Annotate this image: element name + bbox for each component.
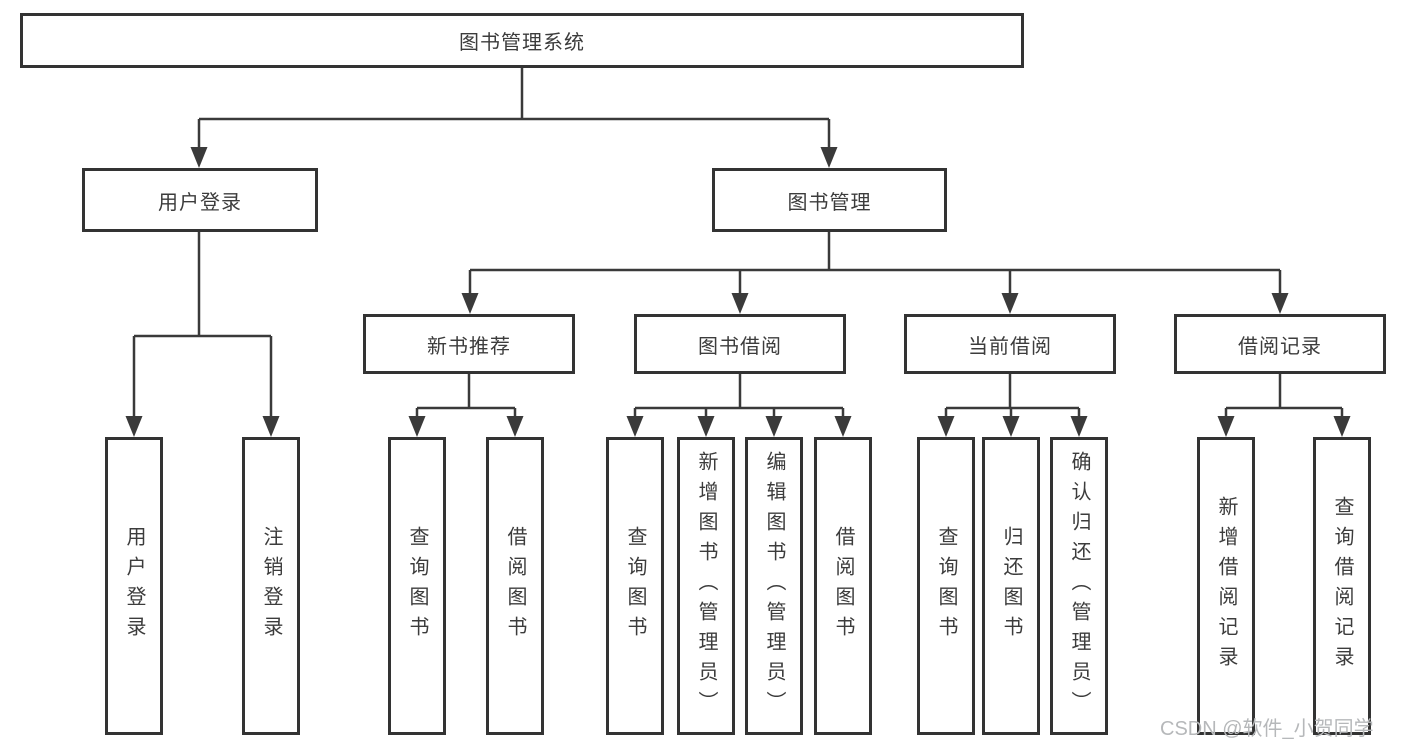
leaf-add-borrow-record-label: 新增借阅记录 (1215, 496, 1237, 676)
node-book-borrow-label: 图书借阅 (698, 335, 782, 358)
edge-userlogin-to-leaves (132, 232, 273, 418)
leaf-user-login-label: 用户登录 (123, 526, 145, 646)
leaf-logout: 注销登录 (242, 437, 300, 735)
leaf-add-borrow-record: 新增借阅记录 (1197, 437, 1255, 735)
leaf-query-books-borrow-label: 查询图书 (624, 526, 646, 646)
node-user-login-label: 用户登录 (158, 191, 242, 214)
node-new-book-recommend-label: 新书推荐 (427, 335, 511, 358)
leaf-query-books-current-label: 查询图书 (935, 526, 957, 646)
csdn-watermark: CSDN @软件_小贺同学 (1160, 718, 1374, 740)
leaf-borrow-books-borrow: 借阅图书 (814, 437, 872, 735)
node-current-borrow: 当前借阅 (904, 314, 1116, 374)
arrowheads (125, 147, 1351, 437)
edge-bookmgmt-to-level3 (468, 232, 1282, 296)
leaf-return-books: 归还图书 (982, 437, 1040, 735)
node-library-management-system-label: 图书管理系统 (459, 32, 585, 54)
leaf-confirm-return-admin: 确认归还（管理员） (1050, 437, 1108, 735)
edge-bookborrow-to-leaves (633, 374, 845, 418)
leaf-query-books-borrow: 查询图书 (606, 437, 664, 735)
leaf-borrow-books-newbooks-label: 借阅图书 (504, 526, 526, 646)
node-book-management: 图书管理 (712, 168, 947, 232)
edge-currentborrow-to-leaves (944, 374, 1081, 418)
leaf-edit-book-admin-label: 编辑图书（管理员） (763, 451, 785, 721)
node-user-login: 用户登录 (82, 168, 318, 232)
leaf-query-borrow-record-label: 查询借阅记录 (1331, 496, 1353, 676)
leaf-return-books-label: 归还图书 (1000, 526, 1022, 646)
leaf-edit-book-admin: 编辑图书（管理员） (745, 437, 803, 735)
node-new-book-recommend: 新书推荐 (363, 314, 575, 374)
edge-newbooks-to-leaves (415, 374, 517, 418)
node-borrow-records-label: 借阅记录 (1238, 335, 1322, 358)
leaf-query-borrow-record: 查询借阅记录 (1313, 437, 1371, 735)
edge-records-to-leaves (1224, 374, 1344, 418)
node-book-management-label: 图书管理 (787, 191, 872, 214)
leaf-add-book-admin: 新增图书（管理员） (677, 437, 735, 735)
leaf-borrow-books-borrow-label: 借阅图书 (832, 526, 854, 646)
leaf-logout-label: 注销登录 (260, 526, 282, 646)
node-library-management-system: 图书管理系统 (20, 13, 1024, 68)
leaf-add-book-admin-label: 新增图书（管理员） (695, 451, 717, 721)
node-book-borrow: 图书借阅 (634, 314, 846, 374)
leaf-borrow-books-newbooks: 借阅图书 (486, 437, 544, 735)
node-current-borrow-label: 当前借阅 (968, 335, 1052, 358)
leaf-user-login: 用户登录 (105, 437, 163, 735)
leaf-query-books-current: 查询图书 (917, 437, 975, 735)
node-borrow-records: 借阅记录 (1174, 314, 1386, 374)
leaf-confirm-return-admin-label: 确认归还（管理员） (1068, 451, 1090, 721)
leaf-query-books-newbooks: 查询图书 (388, 437, 446, 735)
edge-root-to-level2 (197, 68, 831, 149)
leaf-query-books-newbooks-label: 查询图书 (406, 526, 428, 646)
